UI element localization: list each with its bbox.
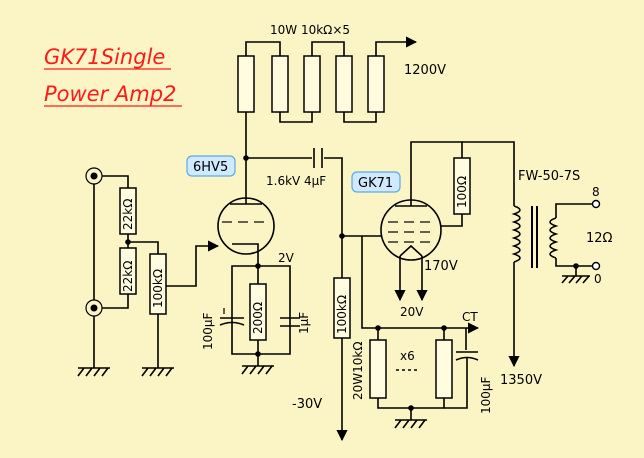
output-stage: GK71 100Ω 20V 170V CT: [342, 141, 515, 334]
title-line1: GK71Single: [44, 45, 165, 69]
label-r100-screen: 100Ω: [455, 176, 469, 208]
label-cap-coupling: 4μF: [304, 174, 326, 188]
grid-bias: 100kΩ -30V: [292, 233, 351, 442]
label-1200v: 1200V: [404, 63, 446, 78]
label-ct: CT: [462, 310, 478, 324]
plate-resistor-2: [271, 55, 289, 113]
label-tap-8: 8: [592, 185, 600, 199]
title-line2: Power Amp2: [44, 82, 176, 106]
driver-stage: 6HV5 10W 10kΩ×5 1200V 1.6kV 4μF 2V: [186, 23, 446, 375]
cathode-resistor-bank: x6 20W10kΩ 100μF: [351, 328, 493, 429]
label-r200: 200Ω: [251, 302, 265, 334]
tag-driver-tube: [186, 155, 236, 177]
label-12ohm: 12Ω: [586, 231, 613, 246]
label-output-tube: GK71: [358, 176, 393, 191]
resistor-bank-last: [435, 339, 453, 399]
label-transformer: FW-50-7S: [518, 169, 580, 184]
label-cap-coupling-voltage: 1.6kV: [266, 174, 301, 188]
label-20v: 20V: [400, 305, 424, 319]
tag-output-tube: [351, 171, 401, 193]
label-x6: x6: [400, 349, 415, 363]
label-1350v: 1350V: [500, 373, 542, 388]
plate-resistor-1: [237, 55, 255, 113]
label-r22k-top: 22kΩ: [121, 199, 135, 230]
terminal-8: [591, 199, 601, 209]
plate-resistor-3: [303, 55, 321, 113]
input-section: 22kΩ 22kΩ 100kΩ: [77, 167, 220, 377]
label-r22k-bottom: 22kΩ: [121, 261, 135, 292]
resistor-bank-first: [369, 339, 387, 399]
label-r100k-grid: 100kΩ: [335, 295, 349, 334]
label-neg30v: -30V: [292, 397, 322, 412]
plate-resistor-5: [367, 55, 385, 113]
tube-gk71: [380, 199, 442, 261]
label-2v: 2V: [278, 251, 295, 265]
label-r100k-volume: 100kΩ: [151, 269, 165, 308]
label-plate-resistors: 10W 10kΩ×5: [270, 23, 350, 37]
plate-resistor-4: [335, 55, 353, 113]
terminal-0: [591, 261, 601, 271]
label-cap-100u-driver: 100μF: [201, 312, 215, 350]
tube-6hv5: [217, 197, 275, 255]
label-tap-0: 0: [594, 272, 602, 286]
label-driver-tube: 6HV5: [193, 160, 228, 175]
label-cap-1u: 1μF: [297, 312, 311, 334]
label-170v: 170V: [424, 259, 458, 274]
output-transformer: FW-50-7S 1350V 8 12Ω 0: [500, 169, 613, 388]
label-resistor-bank: 20W10kΩ: [351, 341, 365, 400]
label-cap-100u-bank: 100μF: [479, 376, 493, 414]
